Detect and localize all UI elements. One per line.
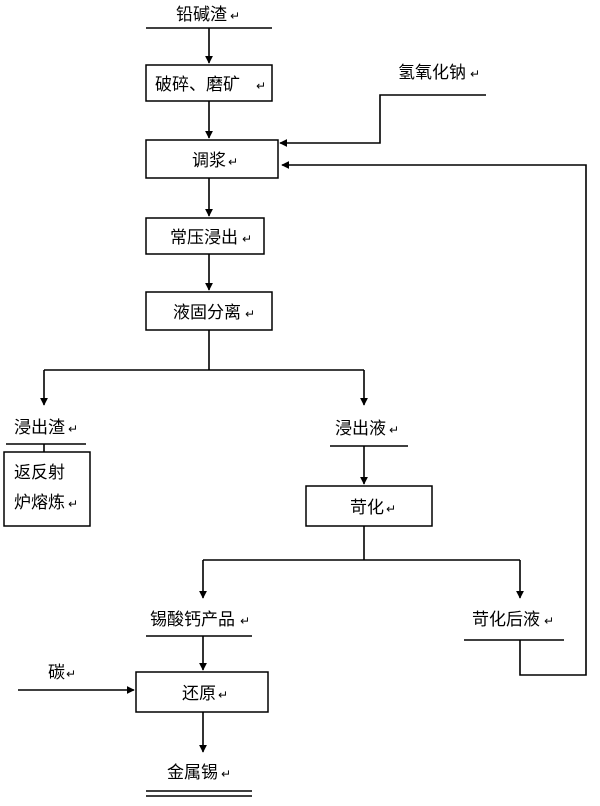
reverberatory-smelting-box	[3, 451, 91, 527]
carbon-label: 碳	[48, 663, 65, 683]
paragraph-mark: ↵	[389, 423, 399, 437]
lead-slag-label: 铅碱渣	[176, 5, 227, 25]
paragraph-mark: ↵	[68, 422, 78, 436]
atmospheric-leach-box	[145, 217, 265, 255]
solid-liquid-separation-label: 液固分离	[173, 303, 241, 323]
paragraph-mark: ↵	[245, 307, 255, 321]
slurry-box	[145, 139, 279, 179]
causticize-box	[305, 485, 433, 527]
reverberatory-label-line-1: 返反射	[14, 463, 65, 483]
paragraph-mark: ↵	[68, 497, 78, 511]
metallic-tin-label: 金属锡	[167, 763, 218, 783]
paragraph-mark: ↵	[242, 232, 252, 246]
paragraph-mark: ↵	[544, 614, 554, 628]
arrow-recycle-to-slurry	[281, 161, 587, 676]
reduction-label: 还原	[182, 684, 216, 704]
causticize-label: 苛化	[350, 498, 384, 518]
paragraph-mark: ↵	[228, 155, 238, 169]
naoh-label: 氢氧化钠	[398, 63, 466, 83]
paragraph-mark: ↵	[66, 667, 76, 681]
leach-residue-label: 浸出渣	[14, 418, 65, 438]
paragraph-mark: ↵	[470, 67, 480, 81]
paragraph-mark: ↵	[240, 614, 250, 628]
paragraph-mark: ↵	[218, 688, 228, 702]
crush-grind-box	[145, 64, 273, 102]
crush-grind-label: 破碎、磨矿	[155, 75, 240, 95]
arrow-naoh-to-slurry	[279, 94, 486, 147]
slurry-label: 调浆	[192, 151, 226, 171]
paragraph-mark: ↵	[386, 502, 396, 516]
after-causticize-liquor-label: 苛化后液	[472, 610, 540, 630]
reduction-box	[135, 671, 269, 713]
paragraph-mark: ↵	[230, 9, 240, 23]
leachate-label: 浸出液	[335, 419, 386, 439]
solid-liquid-separation-box	[145, 291, 273, 331]
atmospheric-leach-label: 常压浸出	[170, 228, 238, 248]
reverberatory-label-line-2: 炉熔炼	[14, 493, 65, 513]
paragraph-mark: ↵	[256, 79, 266, 93]
calcium-stannate-label: 锡酸钙产品	[150, 610, 235, 630]
paragraph-mark: ↵	[221, 767, 231, 781]
